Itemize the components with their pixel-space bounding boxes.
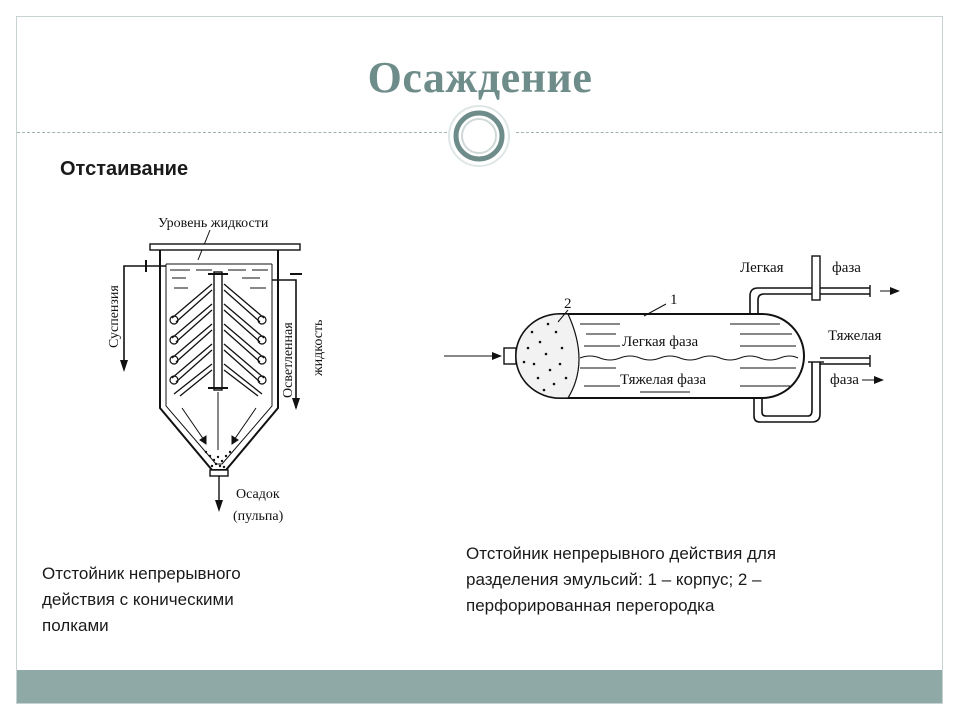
- label-clarified: Осветленная: [281, 322, 296, 398]
- caption-left-line-2: действия с коническими: [42, 590, 234, 609]
- label-heavy-phase-out-2: фаза: [830, 372, 859, 388]
- emulsion-separator-diagram: Легкая фаза Тяжелая фаза 2 1 Легкая фаза…: [444, 255, 900, 423]
- inlet-nozzle: [503, 347, 517, 365]
- suspension-arrow: [120, 360, 128, 372]
- vessel-inner-wall: [165, 264, 273, 465]
- shelf-curls: [169, 315, 267, 385]
- top-flange: [149, 243, 301, 251]
- caption-right: Отстойник непрерывного действия для разд…: [466, 541, 776, 619]
- label-light-phase-out-2: фаза: [832, 260, 861, 276]
- caption-left-line-3: полками: [42, 616, 109, 635]
- light-phase-arrow: [890, 287, 900, 295]
- conical-shelves: [171, 283, 265, 397]
- label-sediment: Осадок: [236, 487, 280, 502]
- inlet-arrowhead: [492, 352, 502, 360]
- light-phase-outlet-pipe: [749, 287, 870, 314]
- circle-ornament-icon: [448, 105, 510, 167]
- perforated-partition: [515, 313, 580, 399]
- label-number-1: 1: [670, 292, 678, 308]
- label-light-phase-inside: Легкая фаза: [622, 334, 699, 350]
- label-heavy-phase-inside: Тяжелая фаза: [620, 372, 706, 388]
- label-pulp: (пульпа): [233, 509, 284, 524]
- conical-shelf-settler-diagram: Уровень жидкости Суспензия Осветленная ж…: [107, 216, 326, 524]
- liquid-surface: [166, 263, 272, 289]
- caption-right-line-1: Отстойник непрерывного действия для: [466, 544, 777, 563]
- label-number-2: 2: [564, 296, 572, 312]
- vent-pipe: [811, 255, 821, 301]
- footer-bar: [17, 670, 942, 703]
- central-shaft: [213, 271, 223, 391]
- sediment-particles: [204, 450, 232, 469]
- partition-perforations: [522, 322, 568, 392]
- phase-interface: [579, 355, 799, 361]
- label-liquid-level: Уровень жидкости: [158, 216, 269, 231]
- label-light-phase-out-1: Легкая: [740, 260, 784, 276]
- label-suspension: Суспензия: [107, 285, 122, 348]
- title-divider-left: [17, 132, 447, 133]
- heavy-phase-arrow: [874, 376, 884, 384]
- clarified-outlet-pipe: [272, 279, 297, 408]
- heavy-phase-outlet-pipe: [753, 362, 821, 423]
- caption-right-line-2: разделения эмульсий: 1 – корпус; 2 –: [466, 570, 762, 589]
- slide-title: Осаждение: [367, 53, 593, 102]
- liquid-hatching: [580, 323, 796, 393]
- suspension-inlet-pipe: [123, 265, 166, 368]
- cone-flow-arrows: [181, 392, 257, 450]
- label-heavy-phase-out-1: Тяжелая: [828, 328, 881, 344]
- label-clarified-liquid: жидкость: [311, 320, 326, 377]
- sediment-outlet: [209, 469, 229, 477]
- caption-left-line-1: Отстойник непрерывного: [42, 564, 241, 583]
- caption-right-line-3: перфорированная перегородка: [466, 596, 715, 615]
- clarified-arrow: [292, 398, 300, 410]
- sediment-arrow: [215, 500, 223, 512]
- title-divider-right: [516, 132, 942, 133]
- caption-left: Отстойник непрерывного действия с кониче…: [42, 561, 241, 639]
- section-subtitle: Отстаивание: [60, 158, 189, 180]
